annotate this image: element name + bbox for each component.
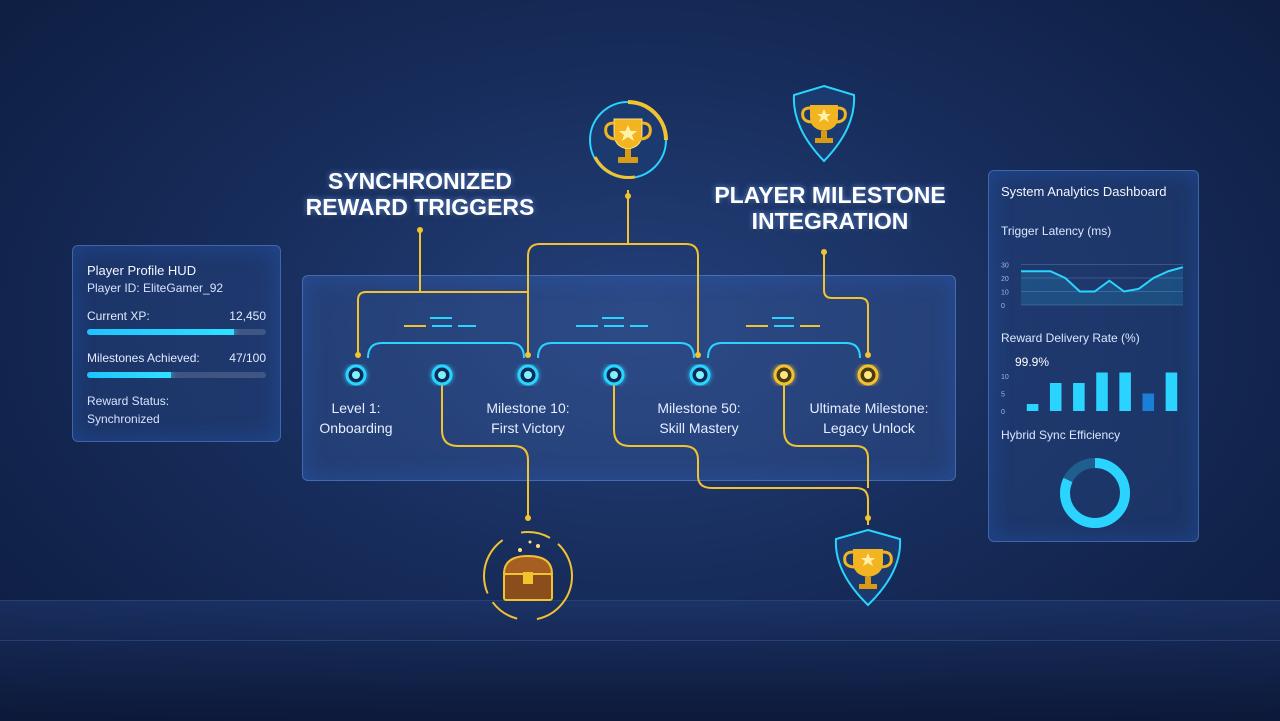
latency-label: Trigger Latency (ms) [1001, 224, 1112, 238]
milestone-label-line1: Milestone 50: [657, 400, 741, 416]
player-profile-hud: Player Profile HUD Player ID: EliteGamer… [72, 245, 281, 442]
milestones-row: Milestones Achieved: 47/100 [87, 351, 266, 365]
delivery-chart: 10 5 0 [1001, 372, 1178, 416]
sync-donut-arc [1060, 458, 1130, 528]
delivery-bar [1073, 383, 1085, 411]
reward-status-value: Synchronized [87, 412, 160, 426]
delivery-bar [1096, 372, 1108, 411]
latency-y-tick: 10 [1001, 290, 1009, 297]
title-left-line1: SYNCHRONIZED [327, 168, 512, 194]
latency-y-tick: 30 [1001, 263, 1009, 270]
latency-y-tick: 0 [1001, 303, 1005, 310]
sync-label: Hybrid Sync Efficiency [1001, 428, 1121, 442]
latency-series-line [1021, 266, 1184, 293]
player-id: Player ID: EliteGamer_92 [87, 281, 224, 295]
delivery-label: Reward Delivery Rate (%) [1001, 331, 1140, 345]
title-left-line2: REWARD TRIGGERS [305, 194, 535, 220]
xp-label: Current XP: [87, 309, 150, 323]
milestone-label-level-1[interactable]: Level 1: Onboarding [281, 398, 431, 438]
trophy-shield-icon-bottom [834, 528, 902, 607]
floor-line-left [0, 640, 640, 641]
sync-donut [1060, 458, 1130, 528]
delivery-bar [1049, 383, 1062, 411]
analytics-title: System Analytics Dashboard [1001, 184, 1167, 199]
title-right-line1: PLAYER MILESTONE [714, 182, 946, 208]
milestone-label-line1: Ultimate Milestone: [809, 400, 929, 416]
delivery-y-tick: 10 [1001, 374, 1009, 381]
milestone-label-50[interactable]: Milestone 50: Skill Mastery [624, 398, 774, 438]
milestone-label-line2: Legacy Unlock [823, 420, 915, 436]
reward-status-label: Reward Status: [87, 394, 170, 408]
connector-dots [355, 193, 871, 521]
delivery-bar [1142, 393, 1155, 411]
xp-value: 12,450 [229, 309, 266, 323]
delivery-bar [1026, 404, 1039, 411]
xp-row: Current XP: 12,450 [87, 309, 266, 323]
analytics-dashboard: System Analytics Dashboard Trigger Laten… [988, 170, 1199, 542]
hud-title: Player Profile HUD [87, 263, 197, 278]
floor-plane [0, 600, 1280, 721]
delivery-value: 99.9% [1015, 355, 1050, 369]
milestone-label-line1: Milestone 10: [486, 400, 570, 416]
title-player-milestone-integration: PLAYER MILESTONE INTEGRATION [705, 182, 955, 234]
treasure-chest-icon [483, 531, 573, 621]
milestones-progress-bar [87, 372, 266, 378]
milestone-label-ultimate[interactable]: Ultimate Milestone: Legacy Unlock [794, 398, 944, 438]
milestone-label-line1: Level 1: [331, 400, 381, 416]
milestones-progress-fill [87, 372, 172, 378]
milestone-label-10[interactable]: Milestone 10: First Victory [453, 398, 603, 438]
milestone-label-line2: First Victory [491, 420, 565, 436]
trophy-shield-icon-top [792, 84, 856, 163]
trophy-ring-icon [589, 100, 668, 179]
delivery-y-tick: 5 [1001, 392, 1005, 399]
cyan-arcs [367, 342, 861, 359]
signal-dashes [404, 317, 820, 327]
delivery-bar [1119, 372, 1131, 411]
delivery-bar [1165, 372, 1178, 411]
title-synchronized-reward-triggers: SYNCHRONIZED REWARD TRIGGERS [300, 168, 540, 220]
title-right-line2: INTEGRATION [751, 208, 909, 234]
gold-connectors [357, 190, 869, 525]
milestone-label-line2: Onboarding [319, 420, 393, 436]
milestone-label-line2: Skill Mastery [659, 420, 739, 436]
timeline-nodes [345, 364, 879, 386]
xp-progress-bar [87, 329, 266, 335]
latency-chart: 30 20 10 0 [1001, 263, 1184, 310]
latency-y-tick: 20 [1001, 276, 1009, 283]
floor-line-right [640, 640, 1280, 641]
milestones-value: 47/100 [229, 351, 266, 365]
delivery-y-tick: 0 [1001, 409, 1005, 416]
xp-progress-fill [87, 329, 234, 335]
milestones-label: Milestones Achieved: [87, 351, 200, 365]
